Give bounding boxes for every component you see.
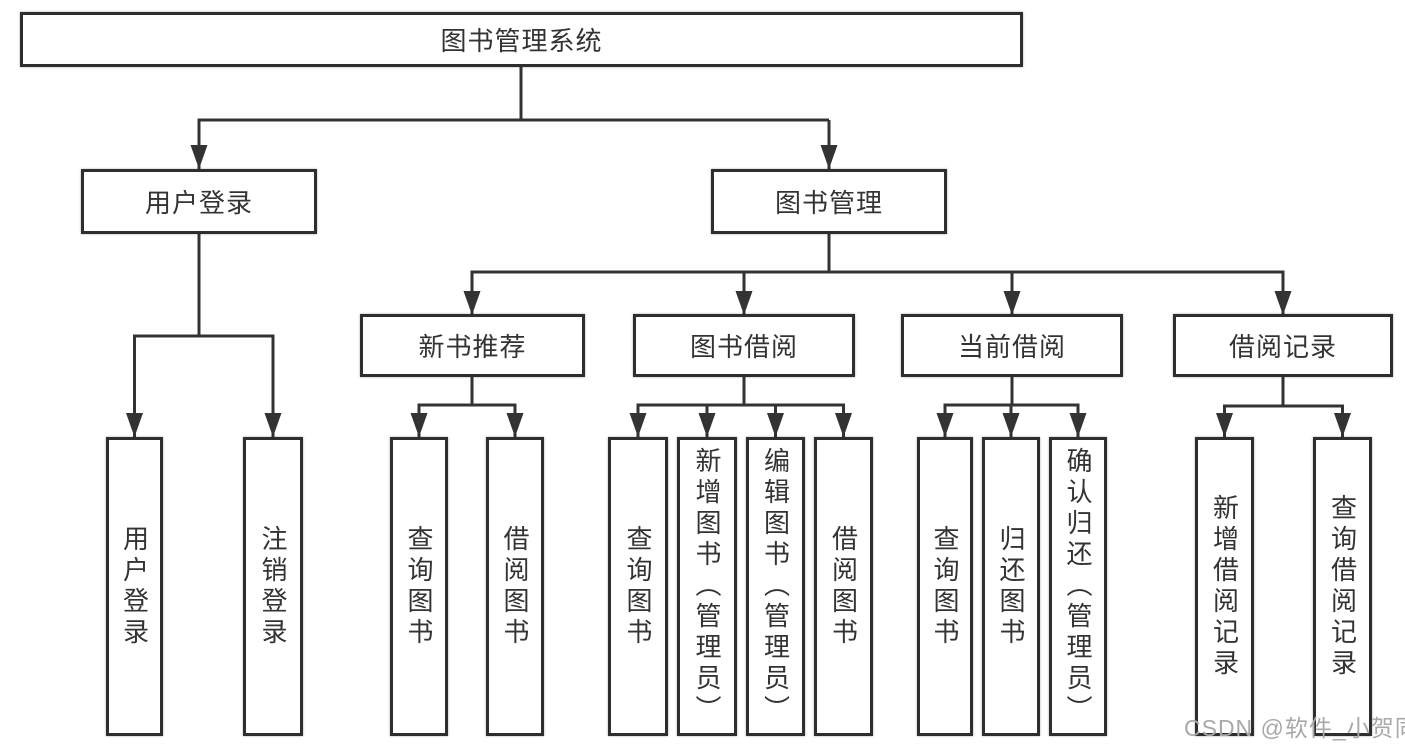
node-current-borrow: 当前借阅 bbox=[901, 314, 1123, 377]
leaf-user-login: 用户登录 bbox=[106, 437, 163, 736]
leaf-edit-book-admin: 编辑图书（管理员） bbox=[746, 437, 805, 736]
leaf-query-books-current: 查询图书 bbox=[917, 437, 973, 736]
leaf-query-books-recommend-label: 查询图书 bbox=[404, 524, 434, 649]
leaf-borrow-books-recommend-label: 借阅图书 bbox=[500, 524, 530, 649]
node-root-system-label: 图书管理系统 bbox=[440, 26, 603, 56]
node-new-book-recommend: 新书推荐 bbox=[360, 314, 585, 377]
leaf-logout: 注销登录 bbox=[243, 437, 303, 736]
connector-borrow-records bbox=[1216, 377, 1351, 437]
leaf-add-book-admin: 新增图书（管理员） bbox=[677, 437, 737, 736]
leaf-query-borrow-record: 查询借阅记录 bbox=[1313, 437, 1372, 736]
csdn-watermark: CSDN @软件_小贺同学 bbox=[1184, 715, 1405, 741]
connector-root bbox=[190, 67, 838, 169]
leaf-user-login-label: 用户登录 bbox=[119, 524, 150, 649]
connector-user-login bbox=[126, 234, 282, 437]
leaf-confirm-return-admin-label: 确认归还（管理员） bbox=[1063, 447, 1093, 726]
leaf-query-books-current-label: 查询图书 bbox=[930, 524, 960, 649]
leaf-query-books-recommend: 查询图书 bbox=[390, 437, 448, 736]
leaf-edit-book-admin-label: 编辑图书（管理员） bbox=[760, 447, 791, 726]
node-new-book-recommend-label: 新书推荐 bbox=[418, 332, 527, 362]
leaf-return-book: 归还图书 bbox=[982, 437, 1040, 736]
leaf-add-borrow-record: 新增借阅记录 bbox=[1195, 437, 1254, 736]
node-book-borrow: 图书借阅 bbox=[633, 314, 855, 377]
leaf-add-book-admin-label: 新增图书（管理员） bbox=[692, 447, 722, 726]
connector-book-management bbox=[463, 234, 1292, 315]
leaf-return-book-label: 归还图书 bbox=[996, 524, 1026, 649]
leaf-query-books-borrow-label: 查询图书 bbox=[623, 524, 653, 649]
node-current-borrow-label: 当前借阅 bbox=[957, 332, 1066, 362]
connector-book-borrow bbox=[629, 377, 852, 437]
leaf-query-borrow-record-label: 查询借阅记录 bbox=[1327, 493, 1358, 680]
leaf-borrow-books-recommend: 借阅图书 bbox=[486, 437, 544, 736]
leaf-query-books-borrow: 查询图书 bbox=[608, 437, 668, 736]
node-user-login-label: 用户登录 bbox=[144, 188, 253, 218]
node-borrow-records: 借阅记录 bbox=[1173, 314, 1393, 377]
connector-current-borrow bbox=[936, 377, 1087, 437]
node-user-login: 用户登录 bbox=[81, 169, 317, 234]
node-borrow-records-label: 借阅记录 bbox=[1228, 332, 1337, 362]
leaf-borrow-books: 借阅图书 bbox=[814, 437, 873, 736]
node-book-management-label: 图书管理 bbox=[774, 188, 883, 218]
leaf-confirm-return-admin: 确认归还（管理员） bbox=[1049, 437, 1107, 736]
node-root-system: 图书管理系统 bbox=[20, 12, 1023, 67]
connector-new-book-recommend bbox=[410, 377, 524, 437]
node-book-management: 图书管理 bbox=[711, 169, 947, 234]
node-book-borrow-label: 图书借阅 bbox=[689, 332, 798, 362]
leaf-logout-label: 注销登录 bbox=[258, 524, 288, 649]
leaf-borrow-books-label: 借阅图书 bbox=[828, 524, 859, 649]
leaf-add-borrow-record-label: 新增借阅记录 bbox=[1209, 493, 1240, 680]
